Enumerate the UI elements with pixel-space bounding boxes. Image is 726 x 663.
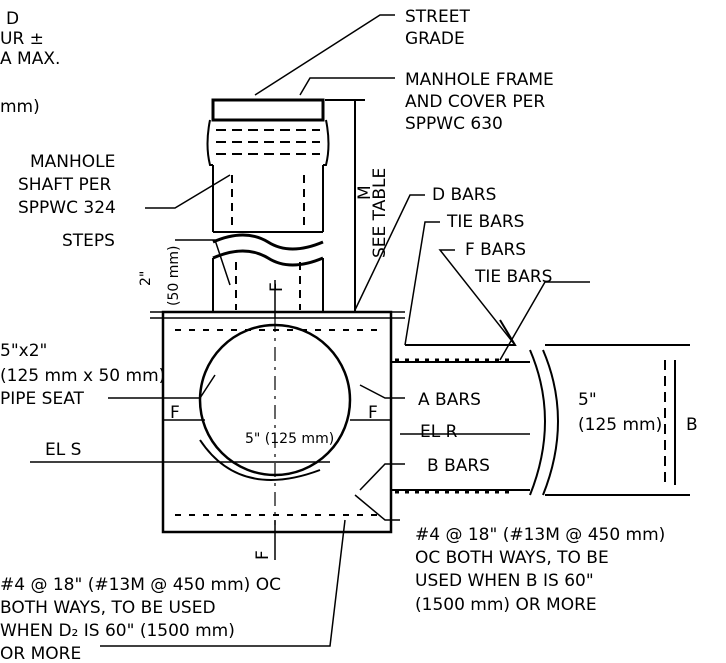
f-bars-label: F BARS [465, 240, 526, 260]
frame-cover-line1: MANHOLE FRAME [405, 70, 554, 90]
tie-bars-label-1: TIE BARS [446, 212, 524, 232]
manhole-frame-cover [206, 98, 330, 166]
note-right-line2: OC BOTH WAYS, TO BE [415, 548, 609, 568]
text-labels: D UR ± A MAX. mm) STREET GRADE MANHOLE F… [0, 7, 698, 663]
m-label: M [355, 185, 375, 200]
note-left-line1: #4 @ 18" (#13M @ 450 mm) OC [0, 575, 281, 595]
d-bars-label: D BARS [432, 185, 496, 205]
dim-50mm: (50 mm) [166, 246, 182, 306]
shaft-line3: SPPWC 324 [18, 198, 116, 218]
steps-label: STEPS [62, 231, 115, 251]
b-bars-label: B BARS [427, 456, 490, 476]
note-left-line2: BOTH WAYS, TO BE USED [0, 598, 216, 618]
manhole-shaft [212, 165, 324, 312]
note-top-left-line1: D [6, 9, 19, 29]
street-grade-line2: GRADE [405, 29, 465, 49]
shaft-line2: SHAFT PER [18, 175, 111, 195]
note-top-left-line2: UR ± [0, 29, 44, 49]
el-r-label: EL R [420, 422, 458, 442]
street-grade-line1: STREET [405, 7, 470, 27]
incoming-pipe [391, 319, 690, 496]
frame-cover-line3: SPPWC 630 [405, 114, 503, 134]
pipe-seat-line2: (125 mm x 50 mm) [0, 366, 165, 386]
f-left-label: F [170, 403, 180, 423]
tie-bars-label-2: TIE BARS [474, 267, 552, 287]
shaft-line1: MANHOLE [30, 152, 115, 172]
dim-125mm: (125 mm) [578, 415, 662, 435]
pipe-seat-line3: PIPE SEAT [0, 389, 85, 409]
see-table-label: SEE TABLE [370, 168, 390, 258]
frame-cover-line2: AND COVER PER [405, 92, 545, 112]
leader-lines [30, 14, 590, 647]
pipe-seat-line1: 5"x2" [0, 341, 47, 361]
m-dimension [325, 99, 365, 312]
b-dimension-label: B [686, 415, 698, 435]
note-right-line3: USED WHEN B IS 60" [415, 571, 594, 591]
note-top-left-line4: mm) [0, 97, 40, 117]
main-pipe [198, 318, 352, 525]
a-bars-label: A BARS [418, 390, 481, 410]
el-s-label: EL S [45, 440, 81, 460]
note-top-left-line3: A MAX. [0, 49, 60, 69]
f-bottom-label: F [253, 550, 273, 560]
base-structure [150, 310, 405, 534]
note-left-line4: OR MORE [0, 644, 81, 663]
dim-5in: 5" [578, 390, 597, 410]
dim-2in: 2" [138, 271, 154, 286]
note-right-line1: #4 @ 18" (#13M @ 450 mm) [415, 525, 665, 545]
note-left-line3: WHEN D₂ IS 60" (1500 mm) [0, 621, 235, 641]
note-right-line4: (1500 mm) OR MORE [415, 595, 597, 615]
f-arrows [163, 280, 391, 560]
f-right-label: F [368, 403, 378, 423]
f-top-label: F [267, 282, 287, 292]
inner-dimension: 5" (125 mm) [245, 431, 334, 447]
linework [30, 14, 690, 647]
